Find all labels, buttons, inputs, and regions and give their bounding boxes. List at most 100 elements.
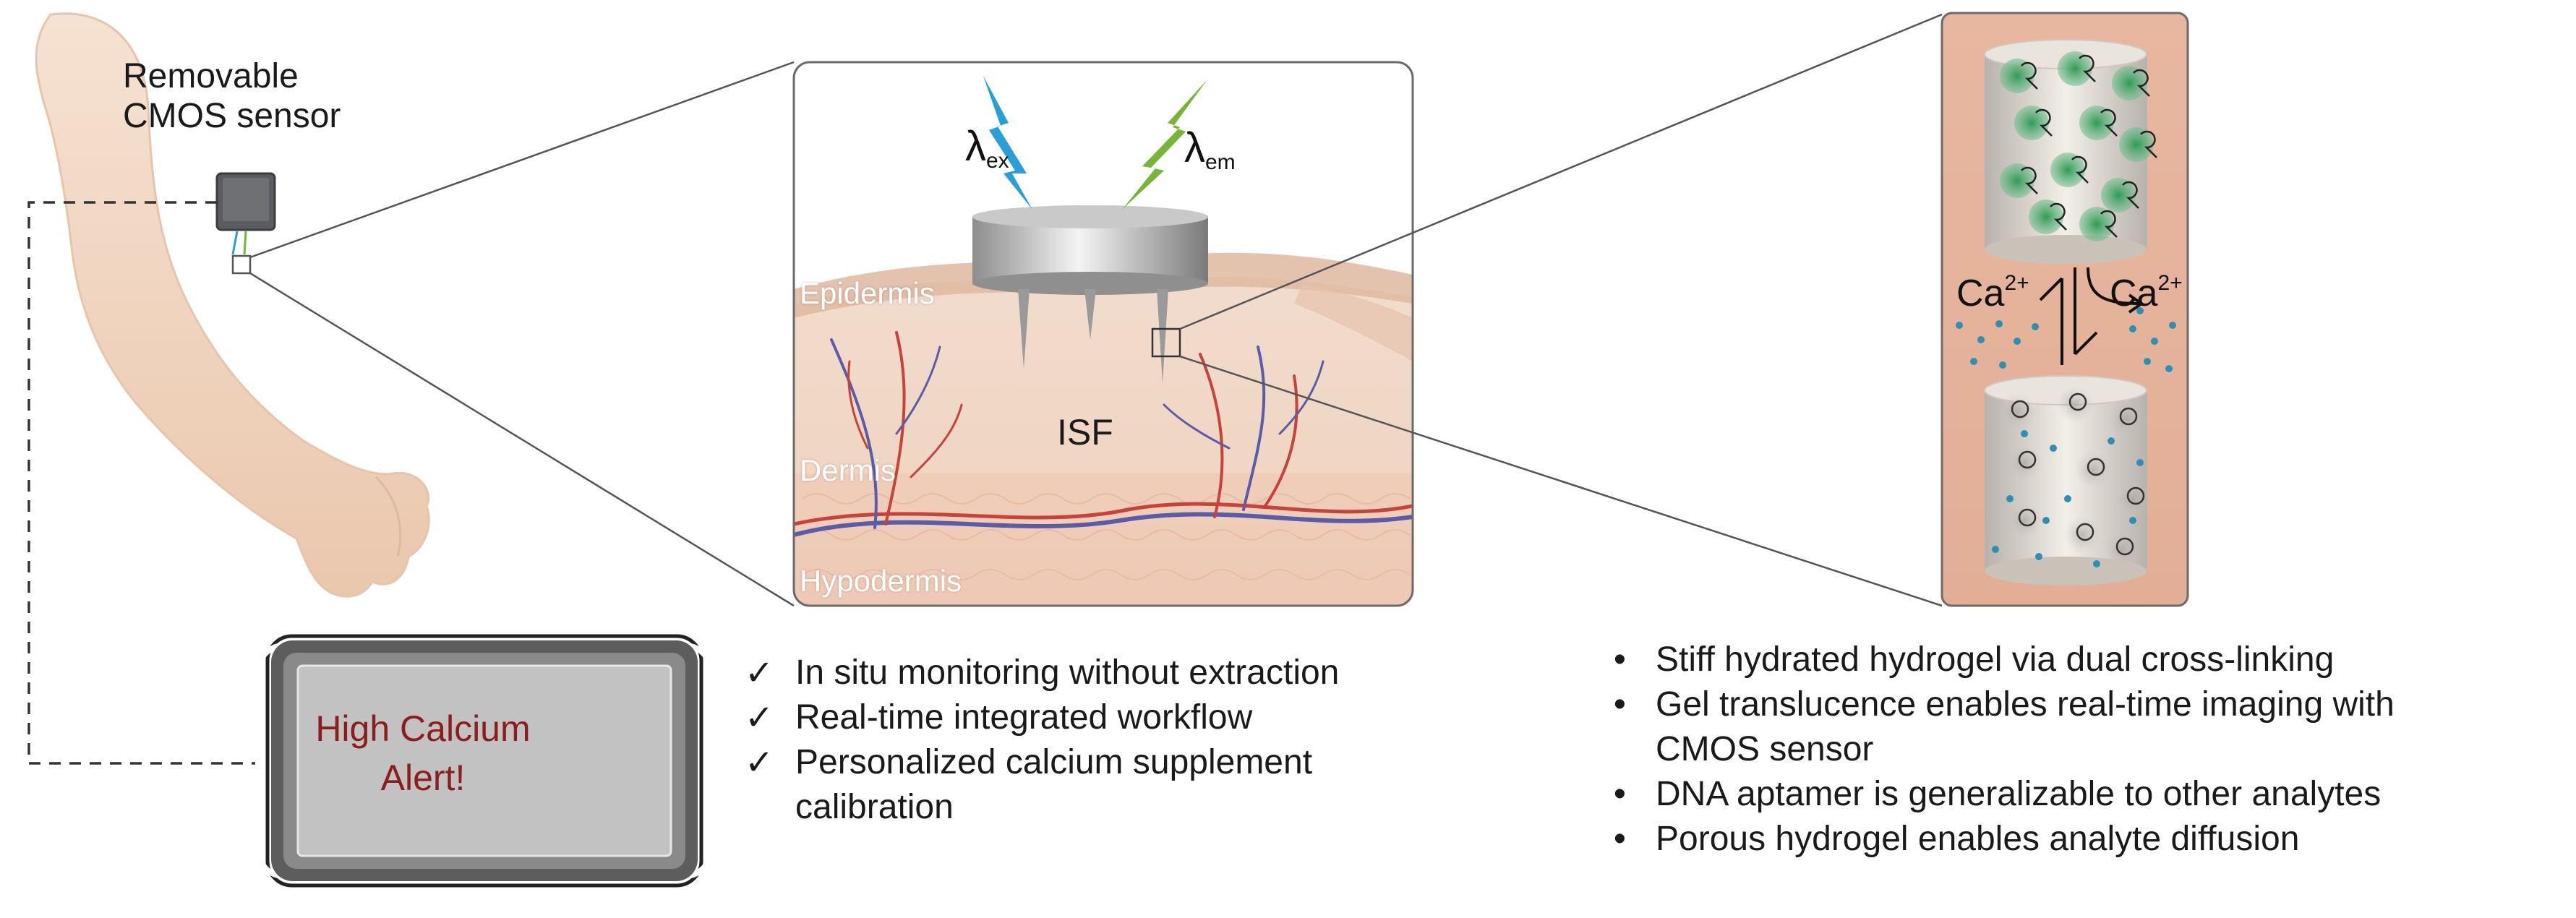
dashed-connector (27, 201, 257, 765)
fluorescent-aptamer-dot (2101, 178, 2136, 213)
equilibrium-arrows (2039, 267, 2144, 365)
hydrogel-panel (1940, 12, 2189, 607)
bullet-item-continuation: CMOS sensor (1656, 730, 1874, 768)
calcium-ion-dot (1956, 322, 1963, 329)
calcium-ion-dot (2006, 495, 2014, 502)
calcium-ion-dot (2050, 445, 2057, 452)
aptamer-strand (2050, 202, 2067, 231)
hypodermis-label: Hypodermis (800, 564, 962, 598)
fluorescent-aptamer-dot (2000, 163, 2034, 198)
hydrogel-feature-list: •Stiff hydrated hydrogel via dual cross-… (1605, 638, 2567, 862)
calcium-ion-dot (1977, 336, 1985, 343)
bullet-item: •Stiff hydrated hydrogel via dual cross-… (1605, 638, 2567, 682)
aptamer-strand (2071, 155, 2089, 184)
needle-zoom-box (1151, 327, 1181, 358)
epidermis-label: Epidermis (800, 276, 935, 310)
bullet-item: •Gel translucence enables real-time imag… (1605, 682, 2567, 727)
fluorescent-aptamer-dot (2079, 207, 2114, 241)
calcium-ion-dot (2144, 358, 2151, 365)
aptamer-strand (2140, 130, 2157, 158)
dermis-label: Dermis (800, 453, 896, 487)
check-item: ✓In situ monitoring without extraction (745, 651, 1468, 695)
microneedle-patch (972, 205, 1208, 383)
quenched-aptamer-dot (2056, 386, 2094, 424)
quenched-aptamer-dot (2103, 531, 2141, 568)
fluorescent-aptamer-dot (2014, 106, 2049, 140)
aptamer-strand (2100, 210, 2118, 238)
fluorescent-aptamer-dot (2119, 127, 2154, 162)
fluorescent-aptamer-dot (2112, 66, 2147, 100)
arm-illustration (35, 12, 430, 598)
calcium-ion-dots (1956, 307, 2176, 567)
check-item: ✓Real-time integrated workflow (745, 695, 1468, 740)
quenched-aptamer-dot (2063, 516, 2101, 554)
aptamer-loop (2018, 450, 2037, 469)
calcium-ion-dot (1999, 361, 2006, 369)
bullet-icon: • (1614, 640, 1626, 679)
quenched-aptamer-dot (2006, 502, 2043, 539)
emission-laser-icon (1122, 80, 1207, 210)
fluorescent-aptamer-dot (2050, 153, 2085, 187)
aptamer-loop (2087, 458, 2105, 476)
aptamer-loop (2076, 523, 2094, 541)
zoom-line-top (249, 61, 795, 259)
calcium-ion-dot (2032, 323, 2039, 330)
calcium-ion-dot (2129, 325, 2136, 333)
handheld-device (255, 634, 714, 888)
lambda-em-label: λem (1184, 124, 1236, 174)
isf-label: ISF (1057, 412, 1113, 452)
fluorescent-aptamer-dot (2029, 200, 2063, 234)
bullet-item: •Porous hydrogel enables analyte diffusi… (1605, 817, 2567, 862)
aptamer-strand (2122, 181, 2139, 209)
fluorescent-aptamer-dots (2000, 51, 2157, 241)
aptamer-strand (2133, 69, 2150, 97)
calcium-ion-dot (2042, 517, 2050, 524)
aptamer-loop (2011, 400, 2029, 419)
calcium-ion-dot (2151, 338, 2158, 345)
aptamer-strand (2021, 166, 2038, 194)
check-item-continuation: calibration (795, 788, 954, 826)
calcium-ion-dot (2108, 437, 2115, 445)
quenched-aptamer-dot (2006, 444, 2043, 481)
bullet-icon: • (1614, 775, 1626, 813)
aptamer-strand (2100, 108, 2118, 137)
cmos-sensor-chip (215, 172, 276, 275)
check-icon: ✓ (745, 742, 774, 783)
calcium-ion-dot (2021, 430, 2028, 437)
lambda-ex-label: λex (965, 123, 1009, 173)
quenched-aptamer-dot (2074, 451, 2112, 489)
calcium-ion-dot (1970, 358, 1977, 365)
excitation-laser-icon (983, 76, 1032, 210)
fluorescent-aptamer-dot (2000, 59, 2034, 93)
aptamer-loop (2018, 508, 2037, 527)
calcium-ion-dot (2035, 553, 2042, 560)
calcium-ion-dot (2014, 338, 2021, 345)
device-alert-text: High Calcium Alert! (315, 708, 531, 798)
calcium-ion-dot (2064, 495, 2071, 502)
calcium-ion-dot (2169, 322, 2176, 329)
aptamer-loop (2115, 537, 2134, 556)
check-icon: ✓ (745, 653, 774, 693)
aptamer-strand (2079, 54, 2096, 82)
fluorescent-aptamer-dot (2058, 51, 2092, 86)
calcium-ion-dot (1995, 320, 2003, 327)
aptamer-loop (2119, 407, 2138, 426)
aptamer-loop (2126, 486, 2145, 505)
check-item: ✓Personalized calcium supplement (745, 740, 1468, 785)
bullet-item: •DNA aptamer is generalizable to other a… (1605, 772, 2567, 817)
quenched-aptamer-dot (2114, 480, 2152, 518)
calcium-ion-left: Ca2+ (1956, 271, 2029, 314)
zoom-line-hydrogel-top (1179, 13, 1943, 330)
calcium-ion-dot (1992, 546, 1999, 553)
feature-checklist: ✓In situ monitoring without extraction ✓… (745, 651, 1468, 830)
calcium-ion-right: Ca2+ (2110, 271, 2183, 314)
quenched-aptamer-dot (1998, 393, 2036, 431)
aptamer-strand (2035, 108, 2053, 137)
calcium-ion-dot (2129, 517, 2136, 524)
skin-cross-section-panel (792, 61, 1414, 607)
aptamer-strand (2021, 61, 2038, 90)
zoom-line-bottom (249, 272, 795, 607)
zoom-line-hydrogel-bottom (1179, 355, 1943, 607)
quenched-aptamer-dot (2107, 400, 2144, 438)
check-icon: ✓ (745, 698, 774, 738)
